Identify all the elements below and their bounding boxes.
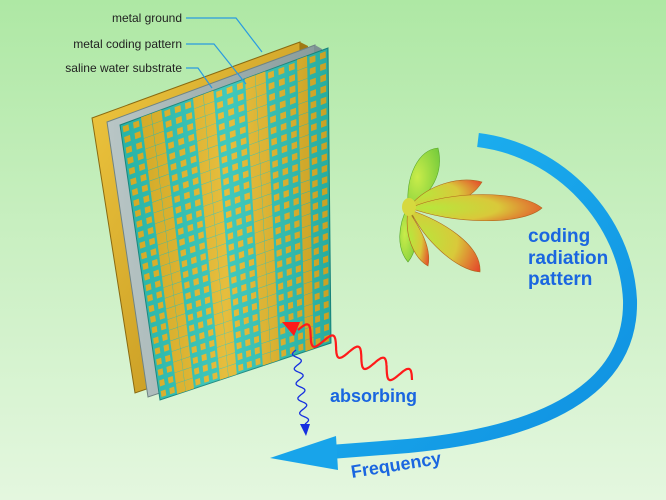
coding-label-line3: pattern	[528, 269, 592, 290]
absorbed-wave-arrowhead	[300, 424, 310, 436]
incident-wave-arrowhead	[282, 322, 300, 336]
incident-wave-line	[297, 323, 414, 382]
leader-saline-water-substrate	[186, 67, 213, 89]
frequency-arrowhead	[270, 436, 338, 470]
radiation-pattern-core	[402, 198, 416, 216]
coding-label-line1: coding	[528, 226, 590, 247]
incident-wave	[282, 322, 414, 382]
radiation-lobe-lower-right	[409, 209, 481, 273]
leader-metal-ground	[186, 17, 263, 53]
label-saline-water-substrate: saline water substrate	[65, 61, 182, 75]
coding-radiation-pattern	[399, 147, 543, 273]
label-metal-ground: metal ground	[112, 11, 182, 25]
radiation-lobe-main-right	[409, 194, 543, 222]
coding-label-line2: radiation	[528, 248, 608, 269]
absorbed-wave	[291, 349, 310, 436]
label-metal-coding-pattern: metal coding pattern	[73, 37, 182, 51]
absorbed-wave-line	[291, 349, 310, 425]
leader-metal-coding-pattern	[186, 43, 247, 85]
frequency-arrow	[329, 133, 638, 459]
absorbing-label: absorbing	[330, 386, 417, 406]
metal-coding-pattern-plate	[119, 47, 332, 401]
radiation-lobe-bottom	[406, 209, 430, 267]
label-leaders	[186, 17, 263, 89]
